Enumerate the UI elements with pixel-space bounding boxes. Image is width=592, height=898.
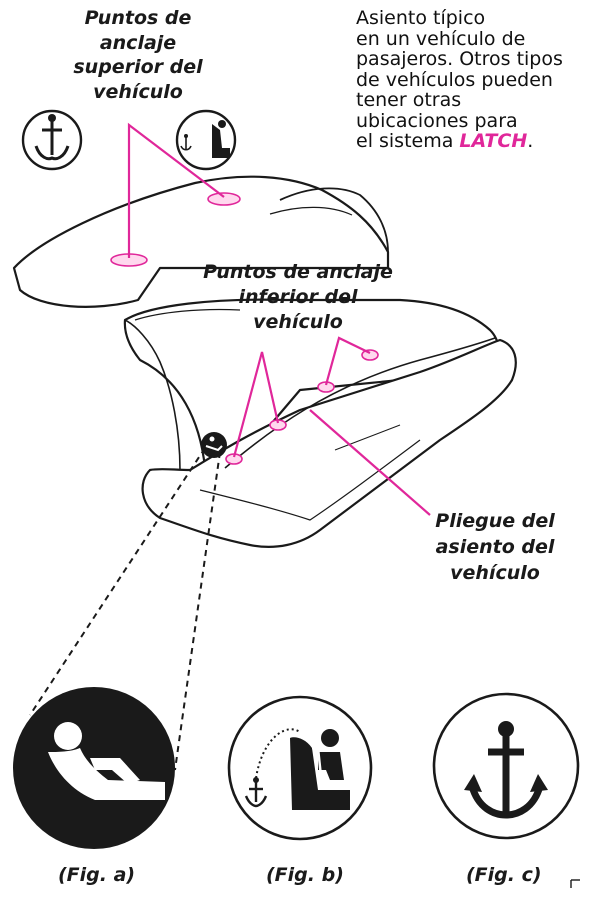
- description-line: ubicaciones para: [356, 109, 518, 132]
- corner-mark: [570, 879, 580, 888]
- seat-description: Asiento típico en un vehículo de pasajer…: [356, 8, 586, 152]
- child-seat-tether-icon-small: [175, 109, 237, 171]
- seat-crease-label-line: Pliegue del: [435, 510, 555, 532]
- description-line: tener otras: [356, 89, 462, 111]
- fig-b-child-seat-tether-icon: [227, 695, 373, 841]
- description-line: de vehículos pueden: [356, 68, 553, 91]
- callout-lines: [127, 122, 431, 516]
- description-line: pasajeros. Otros tipos: [356, 48, 563, 70]
- description-line: Asiento típico: [356, 7, 486, 29]
- lower-anchor-label-line: inferior del: [238, 286, 358, 308]
- fig-c-anchor-icon: [432, 692, 580, 840]
- projection-lines: [29, 447, 221, 771]
- rear-shelf: [12, 175, 390, 308]
- vehicle-seat: [123, 298, 517, 548]
- top-anchor-label-line: superior del: [73, 56, 203, 78]
- description-line: en un vehículo de: [356, 27, 526, 50]
- top-anchor-label-line: Puntos de: [84, 7, 192, 29]
- top-anchor-label-line: anclaje: [99, 31, 177, 54]
- lower-anchor-label: Puntos de anclaje inferior del vehículo: [188, 260, 408, 335]
- fig-a-caption: (Fig. a): [58, 864, 136, 886]
- fig-c-caption: (Fig. c): [466, 864, 542, 886]
- anchor-icon-small: [21, 109, 83, 171]
- top-anchor-label: Puntos de anclaje superior del vehículo: [58, 6, 218, 104]
- seat-crease-label: Pliegue del asiento del vehículo: [420, 508, 570, 586]
- latch-term: LATCH: [459, 130, 528, 152]
- seat-crease-label-line: vehículo: [450, 562, 540, 584]
- top-anchor-label-line: vehículo: [93, 80, 183, 103]
- lower-anchor-icon-small: [201, 432, 227, 458]
- seat-crease-label-line: asiento del: [435, 536, 555, 558]
- description-text: .: [527, 130, 534, 152]
- anchor-points: [110, 192, 379, 465]
- lower-anchor-label-line: Puntos de anclaje: [203, 261, 393, 283]
- description-text: el sistema: [356, 130, 460, 152]
- description-line: el sistema LATCH.: [356, 131, 586, 152]
- fig-a-lower-anchor-icon: [13, 687, 175, 849]
- lower-anchor-label-line: vehículo: [253, 311, 343, 333]
- fig-b-caption: (Fig. b): [266, 864, 344, 886]
